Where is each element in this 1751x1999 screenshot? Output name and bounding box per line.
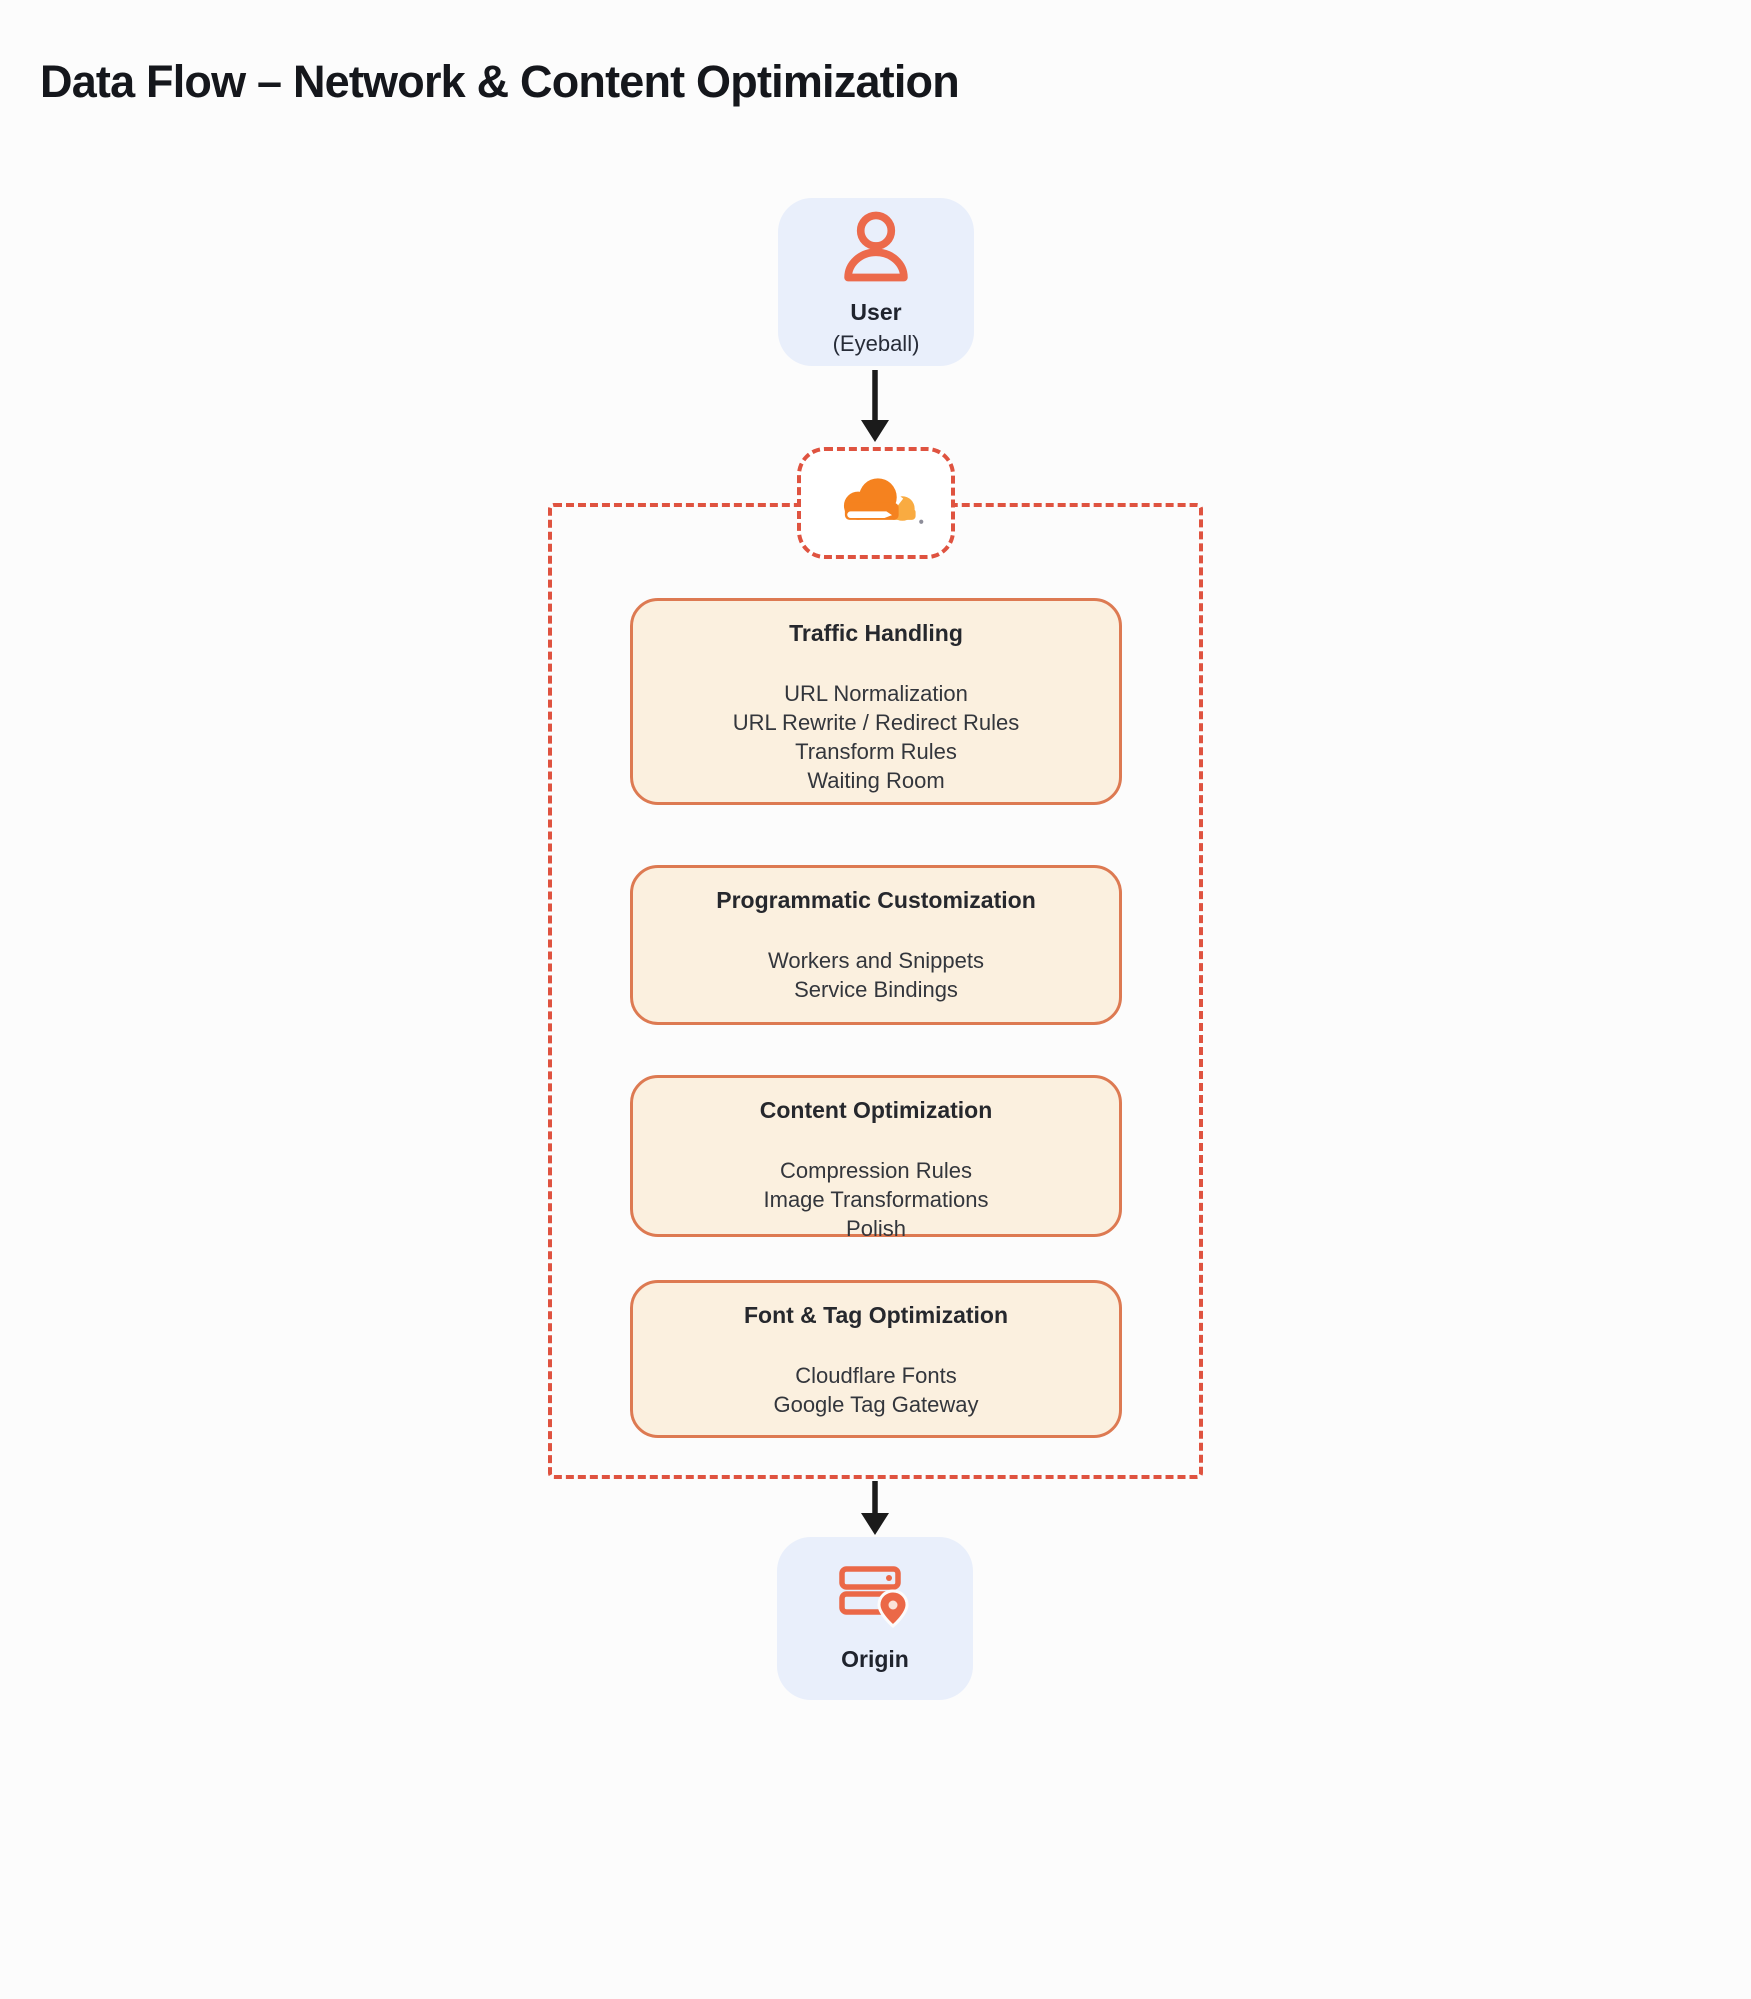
box-item: URL Rewrite / Redirect Rules [732,710,1020,735]
origin-label: Origin [841,1645,909,1672]
pipeline-box-traffic-handling: Traffic Handling URL Normalization URL R… [630,598,1122,805]
user-node: User (Eyeball) [778,198,974,366]
server-pin-icon [837,1565,913,1636]
page-title: Data Flow – Network & Content Optimizati… [40,56,960,107]
box-title: Content Optimization [759,1097,993,1123]
pipeline-box-content-optimization: Content Optimization Compression Rules I… [630,1075,1122,1241]
origin-node: Origin [777,1537,973,1700]
box-item: Service Bindings [794,977,958,1002]
box-item: Cloudflare Fonts [795,1363,957,1388]
cloudflare-logo-icon [824,468,928,539]
box-title: Font & Tag Optimization [743,1302,1009,1328]
box-item: Compression Rules [780,1158,972,1183]
box-item: Workers and Snippets [767,948,985,973]
arrow-down-icon [853,366,897,451]
user-label: User [850,298,902,325]
box-item: Transform Rules [795,739,957,764]
arrow-down-icon [853,1479,897,1544]
box-item: Google Tag Gateway [773,1392,979,1417]
box-item: Waiting Room [807,768,945,793]
box-item: Image Transformations [763,1187,989,1212]
user-icon [840,208,912,289]
pipeline-box-programmatic-customization: Programmatic Customization Workers and S… [630,865,1122,1025]
pipeline-box-font-tag-optimization: Font & Tag Optimization Cloudflare Fonts… [630,1280,1122,1438]
box-title: Programmatic Customization [716,887,1036,913]
box-item: URL Normalization [784,681,968,706]
user-sublabel: (Eyeball) [832,330,920,356]
cloudflare-badge [797,447,955,559]
box-item: Polish [846,1216,906,1241]
box-title: Traffic Handling [789,620,963,646]
